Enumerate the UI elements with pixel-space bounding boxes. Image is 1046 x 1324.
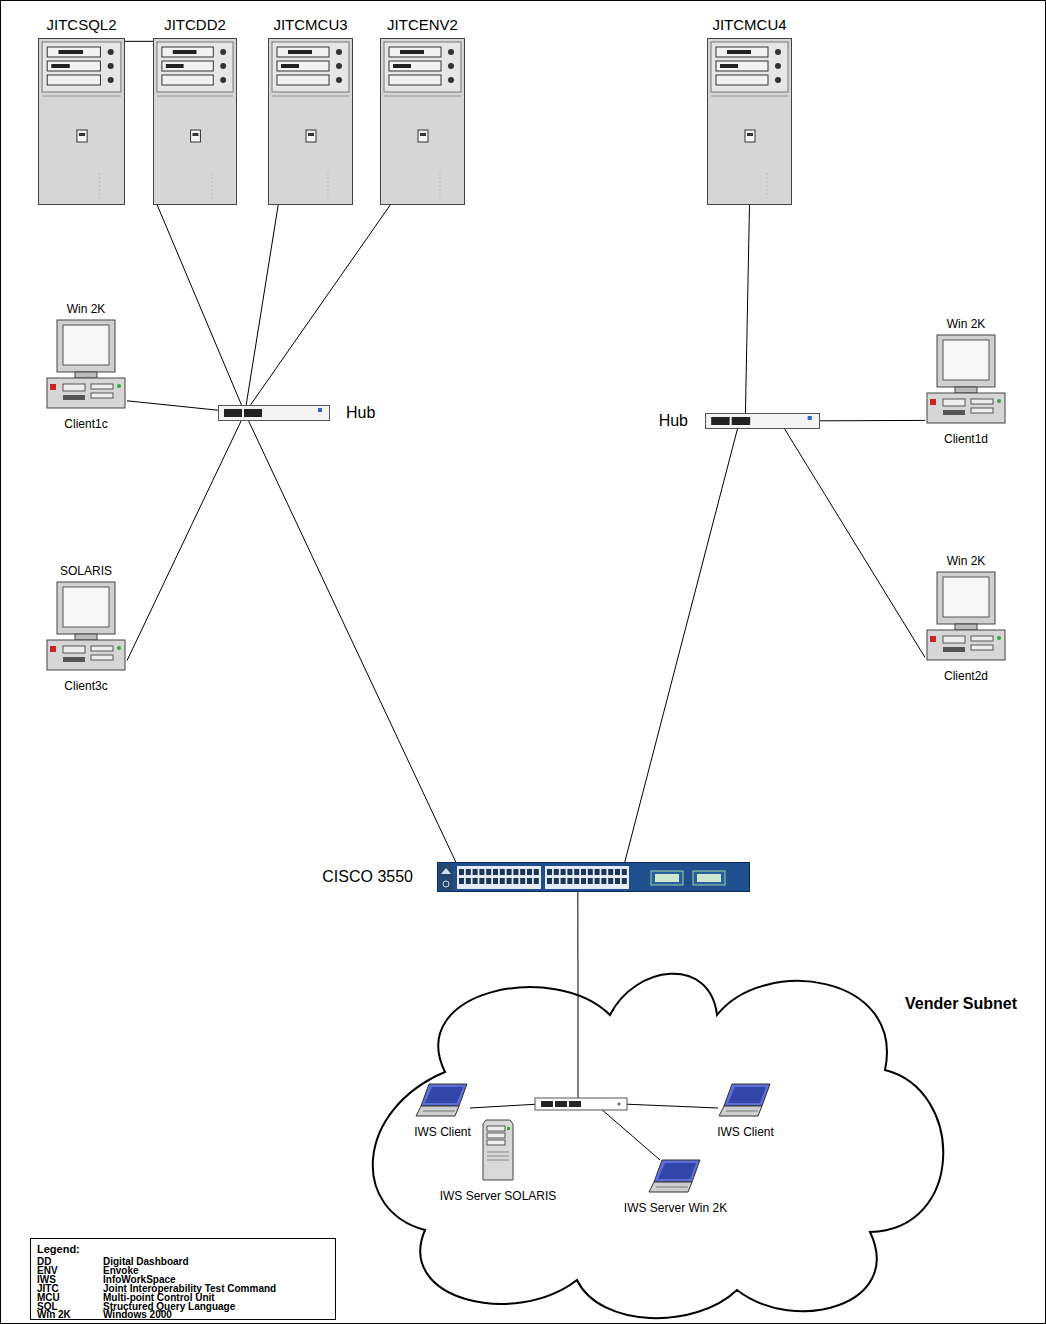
label-holder: Client3c <box>64 676 107 694</box>
network-link <box>625 429 738 862</box>
network-link <box>249 421 456 862</box>
node-label: Vender Subnet <box>905 995 1017 1013</box>
label-holder: IWS Server SOLARIS <box>440 1186 557 1204</box>
label-holder: CISCO 3550 <box>322 868 413 886</box>
node-label: Client2d <box>944 670 988 684</box>
network-node: Hub <box>218 405 330 421</box>
server-icon <box>38 38 125 205</box>
node-label: Client1d <box>944 433 988 447</box>
network-link <box>745 205 749 413</box>
network-node: IWS Client <box>718 1082 773 1118</box>
network-link <box>577 892 578 960</box>
laptop-icon <box>648 1158 703 1194</box>
node-label: Win 2K <box>67 303 106 317</box>
legend-abbreviation: Win 2K <box>37 1309 71 1320</box>
network-node: Win 2KClient2d <box>925 570 1007 662</box>
network-node: Win 2KClient1d <box>925 333 1007 425</box>
node-label: SOLARIS <box>60 565 112 579</box>
network-node: Hub <box>705 413 820 429</box>
node-label: Win 2K <box>947 318 986 332</box>
network-node: JITCMCU4 <box>707 38 792 205</box>
vendor-hub <box>535 1098 627 1110</box>
hub-icon <box>705 413 820 429</box>
node-label: Hub <box>346 404 375 422</box>
label-holder: JITCMCU4 <box>712 16 786 34</box>
node-label: IWS Client <box>414 1126 471 1140</box>
label-holder: Win 2K <box>947 551 986 569</box>
server-icon <box>380 38 465 205</box>
node-label: JITCENV2 <box>387 16 458 33</box>
workstation-icon <box>45 580 127 672</box>
node-label: JITCSQL2 <box>46 16 116 33</box>
label-holder: JITCSQL2 <box>46 16 116 34</box>
node-label: Hub <box>659 412 688 430</box>
network-link <box>125 41 153 42</box>
network-link <box>157 205 241 405</box>
cloud-outline <box>365 960 950 1320</box>
laptop-icon <box>718 1082 773 1118</box>
laptop-icon <box>415 1082 470 1118</box>
label-holder: JITCENV2 <box>387 16 458 34</box>
node-label: CISCO 3550 <box>322 868 413 886</box>
network-link <box>127 421 241 661</box>
network-node: Vender SubnetIWS ClientIWS ClientIWS Ser… <box>365 960 950 1320</box>
network-link <box>246 205 278 405</box>
label-holder: SOLARIS <box>60 561 112 579</box>
network-node: JITCSQL2 <box>38 38 125 205</box>
hub-icon <box>218 405 330 421</box>
node-label: JITCMCU4 <box>712 16 786 33</box>
legend-heading: Legend: <box>37 1243 80 1255</box>
server-icon <box>153 38 237 205</box>
network-link <box>127 401 218 410</box>
network-node: Win 2KClient1c <box>45 318 127 410</box>
node-label: JITCDD2 <box>164 16 226 33</box>
network-node: JITCENV2 <box>380 38 465 205</box>
network-node: JITCMCU3 <box>268 38 353 205</box>
network-node: CISCO 3550 <box>437 862 750 892</box>
node-label: Client1c <box>64 418 107 432</box>
label-holder: Client1c <box>64 414 107 432</box>
node-label: IWS Server SOLARIS <box>440 1190 557 1204</box>
label-holder: Client2d <box>944 666 988 684</box>
server-icon <box>268 38 353 205</box>
workstation-icon <box>45 318 127 410</box>
switch-icon <box>437 862 750 892</box>
node-label: Win 2K <box>947 555 986 569</box>
label-holder: JITCDD2 <box>164 16 226 34</box>
network-link <box>820 420 925 421</box>
network-link <box>785 429 925 657</box>
label-holder: IWS Server Win 2K <box>624 1198 727 1216</box>
node-label: IWS Client <box>717 1126 774 1140</box>
label-holder: Client1d <box>944 429 988 447</box>
legend-box <box>31 1239 336 1320</box>
workstation-icon <box>925 333 1007 425</box>
label-holder: Hub <box>346 404 375 422</box>
label-holder: JITCMCU3 <box>273 16 347 34</box>
node-label: Client3c <box>64 680 107 694</box>
network-node: IWS Client <box>415 1082 470 1118</box>
network-node: SOLARISClient3c <box>45 580 127 672</box>
label-holder: Win 2K <box>947 314 986 332</box>
label-holder: Vender Subnet <box>905 995 1017 1013</box>
label-holder: IWS Client <box>414 1122 471 1140</box>
workstation-icon <box>925 570 1007 662</box>
vendor-wires <box>470 960 718 1160</box>
tower-server-icon <box>482 1118 514 1182</box>
network-node: JITCDD2 <box>153 38 237 205</box>
label-holder: IWS Client <box>717 1122 774 1140</box>
node-label: JITCMCU3 <box>273 16 347 33</box>
network-node: IWS Server Win 2K <box>648 1158 703 1194</box>
network-link <box>250 205 390 405</box>
node-label: IWS Server Win 2K <box>624 1202 727 1216</box>
network-node: IWS Server SOLARIS <box>482 1118 514 1182</box>
server-icon <box>707 38 792 205</box>
label-holder: Win 2K <box>67 299 106 317</box>
legend-meaning: Windows 2000 <box>103 1309 172 1320</box>
label-holder: Hub <box>659 412 688 430</box>
